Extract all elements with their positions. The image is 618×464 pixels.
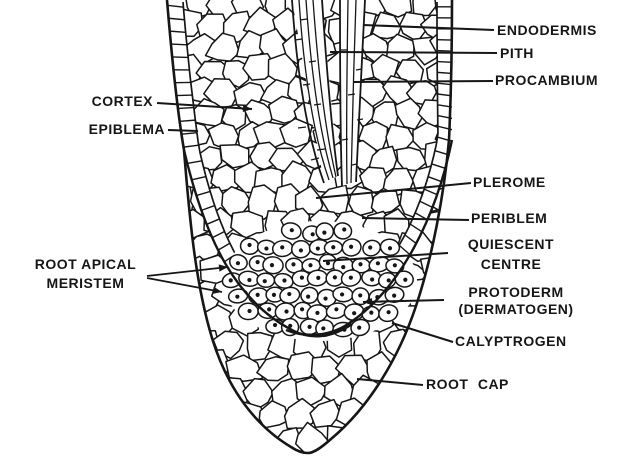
label-root-cap: ROOT CAP — [426, 376, 509, 392]
label-endodermis: ENDODERMIS — [497, 22, 597, 38]
label-pith: PITH — [500, 45, 534, 61]
label-periblem: PERIBLEM — [471, 210, 548, 226]
label-root-apical-meristem: ROOT APICAL MERISTEM — [34, 256, 137, 291]
label-protoderm-dermatogen: PROTODERM (DERMATOGEN) — [458, 284, 574, 317]
label-procambium: PROCAMBIUM — [495, 72, 598, 88]
leader-lines — [146, 24, 498, 386]
label-cortex: CORTEX — [91, 93, 153, 109]
label-quiescent-centre: QUIESCENT CENTRE — [467, 236, 555, 272]
label-plerome: PLEROME — [473, 174, 546, 190]
label-epiblema: EPIBLEMA — [88, 121, 165, 137]
label-calyptrogen: CALYPTROGEN — [455, 333, 567, 349]
